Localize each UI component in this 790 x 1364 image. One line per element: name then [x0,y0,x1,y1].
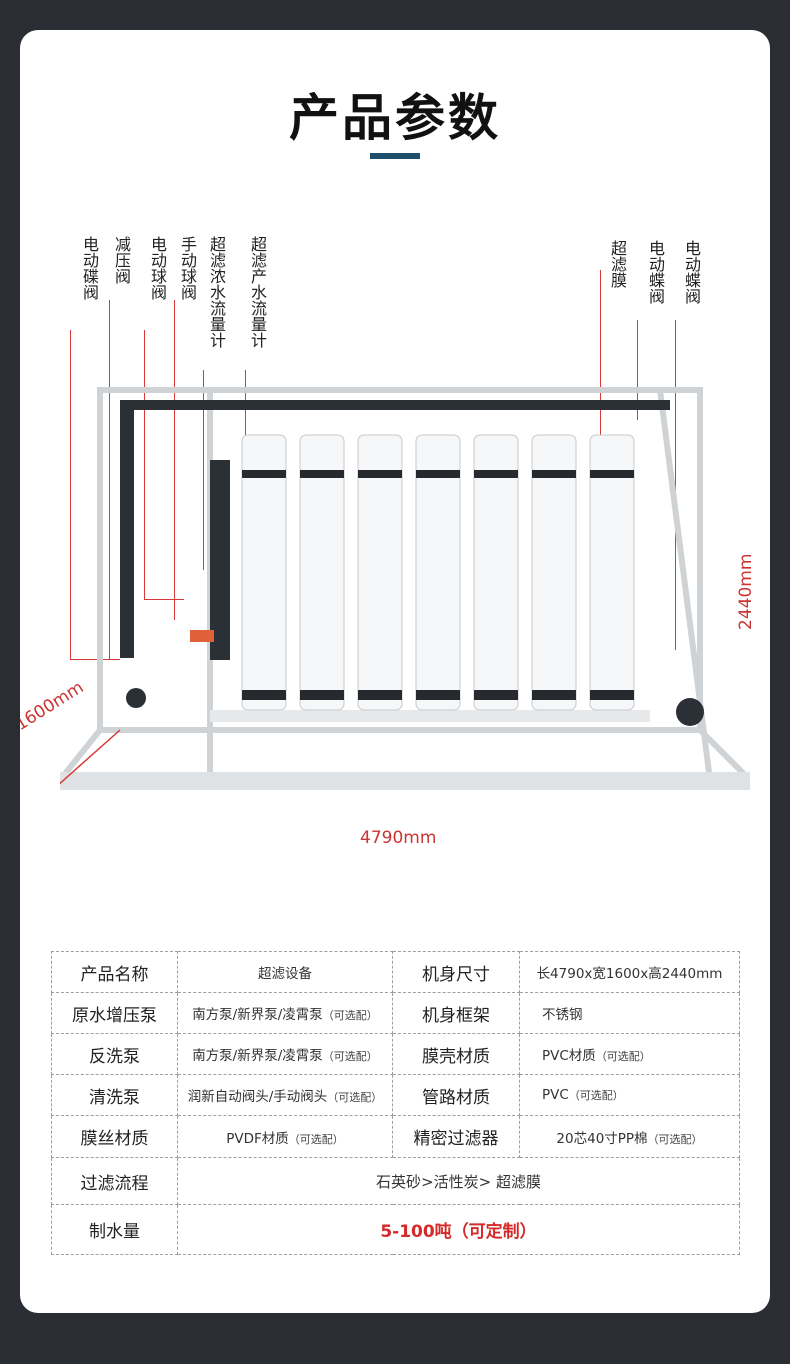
leader-line [174,300,175,620]
spec-key: 清洗泵 [51,1074,178,1116]
spec-key: 反洗泵 [51,1033,178,1075]
spec-value: 长4790x宽1600x高2440mm [519,951,740,993]
callout-pressure-reducing-valve: 减压阀 [112,236,131,284]
callout-electric-butterfly-valve-3: 电动蝶阀 [682,240,701,304]
table-row: 原水增压泵 南方泵/新界泵/凌霄泵（可选配） 机身框架 不锈钢 [51,992,740,1034]
callout-manual-ball-valve: 手动球阀 [178,236,197,300]
spec-value-capacity: 5-100吨（可定制） [177,1204,740,1255]
spec-value: PVC材质（可选配） [519,1033,740,1075]
spec-value: 超滤设备 [177,951,393,993]
leader-line [675,320,676,650]
spec-key: 精密过滤器 [392,1115,520,1158]
callout-electric-butterfly-valve-1: 电动碟阀 [80,236,99,300]
product-params-card: 产品参数 电动碟阀 减压阀 电动球阀 手动球阀 超滤浓水流量计 超滤产水流量计 … [20,30,770,1313]
spec-key: 机身尺寸 [392,951,520,993]
table-row: 过滤流程 石英砂>活性炭> 超滤膜 [51,1157,740,1205]
dimension-length: 4790mm [360,828,437,848]
spec-key: 产品名称 [51,951,178,993]
title-underline [370,153,420,159]
spec-key: 制水量 [51,1204,178,1255]
callout-uf-membrane: 超滤膜 [608,240,627,288]
callout-uf-concentrate-flowmeter: 超滤浓水流量计 [207,236,226,348]
leader-line [109,300,110,660]
spec-value: 润新自动阀头/手动阀头（可选配） [177,1074,393,1116]
spec-value: PVC（可选配） [519,1074,740,1116]
leader-line [203,370,204,570]
leader-line [144,330,145,600]
page-title: 产品参数 [289,89,501,147]
leader-line [70,330,71,660]
spec-key: 过滤流程 [51,1157,178,1205]
spec-value: 南方泵/新界泵/凌霄泵（可选配） [177,1033,393,1075]
spec-key: 膜壳材质 [392,1033,520,1075]
callout-electric-ball-valve: 电动球阀 [148,236,167,300]
spec-key: 原水增压泵 [51,992,178,1034]
spec-value: 不锈钢 [519,992,740,1034]
uf-equipment-illustration [60,387,750,790]
table-row: 制水量 5-100吨（可定制） [51,1204,740,1255]
spec-key: 膜丝材质 [51,1115,178,1158]
spec-key: 管路材质 [392,1074,520,1116]
leader-line [144,599,184,600]
table-row: 产品名称 超滤设备 机身尺寸 长4790x宽1600x高2440mm [51,951,740,993]
leader-line [70,659,120,660]
table-row: 膜丝材质 PVDF材质（可选配） 精密过滤器 20芯40寸PP棉（可选配） [51,1115,740,1158]
spec-key: 机身框架 [392,992,520,1034]
spec-value: 20芯40寸PP棉（可选配） [519,1115,740,1158]
callout-uf-product-flowmeter: 超滤产水流量计 [248,236,267,348]
callout-electric-butterfly-valve-2: 电动蝶阀 [646,240,665,304]
dimension-height: 2440mm [736,553,756,630]
spec-value: 石英砂>活性炭> 超滤膜 [177,1157,740,1205]
spec-value: 南方泵/新界泵/凌霄泵（可选配） [177,992,393,1034]
leader-line [637,320,638,420]
table-row: 反洗泵 南方泵/新界泵/凌霄泵（可选配） 膜壳材质 PVC材质（可选配） [51,1033,740,1075]
spec-value: PVDF材质（可选配） [177,1115,393,1158]
spec-table: 产品名称 超滤设备 机身尺寸 长4790x宽1600x高2440mm 原水增压泵… [51,951,740,1255]
table-row: 清洗泵 润新自动阀头/手动阀头（可选配） 管路材质 PVC（可选配） [51,1074,740,1116]
